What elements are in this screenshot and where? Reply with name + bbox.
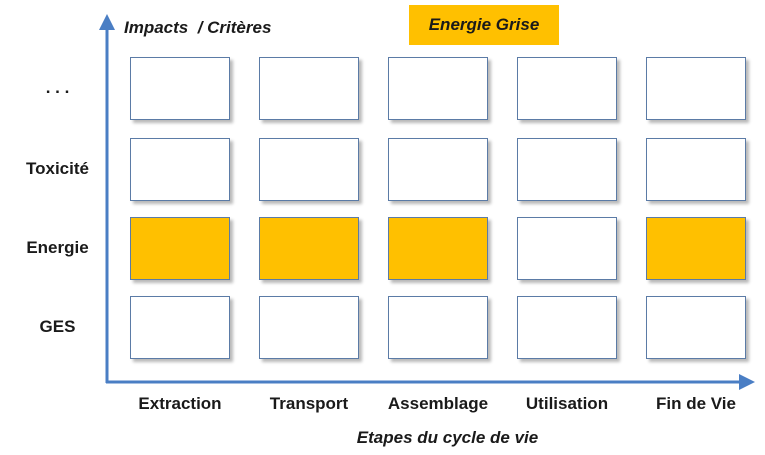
matrix-cell xyxy=(259,296,359,359)
legend-energie-grise: Energie Grise xyxy=(409,5,559,45)
row-label-3: . . . xyxy=(45,78,70,97)
matrix-cell xyxy=(388,296,488,359)
matrix-cell xyxy=(130,138,230,201)
x-axis-arrow-icon xyxy=(739,374,755,390)
row-label-0: GES xyxy=(39,317,76,336)
matrix-cell xyxy=(517,57,617,120)
matrix-cell xyxy=(388,57,488,120)
y-axis-title: Impacts / Critères xyxy=(124,18,272,37)
matrix-cell xyxy=(517,217,617,280)
matrix-cell xyxy=(646,138,746,201)
column-label-2: Assemblage xyxy=(387,394,489,413)
matrix-cell xyxy=(259,217,359,280)
matrix-cell xyxy=(388,217,488,280)
matrix-cell xyxy=(517,296,617,359)
y-axis-arrow-icon xyxy=(99,14,115,30)
matrix-cell xyxy=(517,138,617,201)
matrix-cell xyxy=(259,138,359,201)
column-label-0: Extraction xyxy=(138,394,222,413)
matrix-cell xyxy=(388,138,488,201)
column-label-3: Utilisation xyxy=(525,394,609,413)
matrix-cell xyxy=(646,296,746,359)
matrix-cell xyxy=(130,296,230,359)
row-label-1: Energie xyxy=(26,238,89,257)
matrix-cell xyxy=(646,57,746,120)
column-label-4: Fin de Vie xyxy=(656,394,736,413)
matrix-cell xyxy=(259,57,359,120)
row-label-2: Toxicité xyxy=(26,159,89,178)
x-axis-title: Etapes du cycle de vie xyxy=(356,428,539,447)
legend-label: Energie Grise xyxy=(428,15,540,34)
column-label-1: Transport xyxy=(269,394,349,413)
matrix-cell xyxy=(130,217,230,280)
matrix-cell xyxy=(646,217,746,280)
matrix-cell xyxy=(130,57,230,120)
